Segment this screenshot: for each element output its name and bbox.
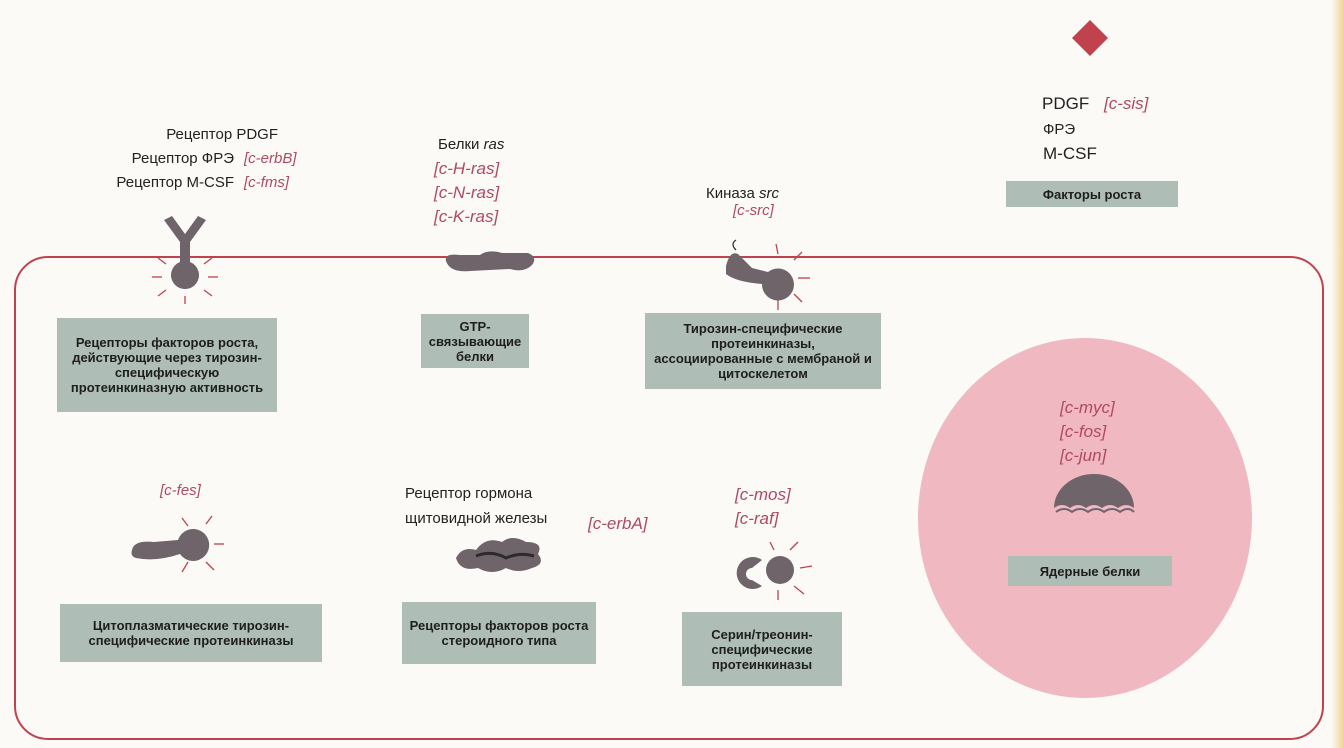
receptor-tyrosine-kinase-icon bbox=[150, 212, 220, 302]
gene-c-jun: [c-jun] bbox=[1060, 444, 1106, 467]
growth-factor-line1: PDGF [c-sis] bbox=[1042, 92, 1148, 115]
growth-factor-line3: M-CSF bbox=[1043, 142, 1097, 165]
caption-steroid-receptors: Рецепторы факторов роста стероидного тип… bbox=[402, 602, 596, 664]
caption-cytoplasmic-kinases: Цитоплазматические тирозин-специфические… bbox=[60, 604, 322, 662]
gene-c-fms: [c-fms] bbox=[244, 172, 289, 193]
gene-c-myc: [c-myc] bbox=[1060, 396, 1115, 419]
caption-nuclear-proteins: Ядерные белки bbox=[1008, 556, 1172, 586]
receptor-mcsf-label: Рецептор M-CSF bbox=[78, 172, 234, 193]
receptor-egf-label: Рецептор ФРЭ bbox=[78, 148, 234, 169]
gene-c-src: [c-src] bbox=[733, 200, 774, 221]
serine-threonine-kinase-icon bbox=[720, 540, 820, 610]
caption-receptor-kinases: Рецепторы факторов роста, действующие че… bbox=[57, 318, 277, 412]
gene-c-sis: [c-sis] bbox=[1104, 94, 1148, 113]
caption-growth-factors: Факторы роста bbox=[1006, 181, 1178, 207]
page-edge bbox=[1331, 0, 1343, 748]
steroid-receptor-icon bbox=[452, 528, 552, 578]
erbA-title-line2: щитовидной железы bbox=[405, 508, 547, 529]
nucleus bbox=[918, 338, 1252, 698]
caption-ser-thr-kinases: Серин/треонин-специфические протеинкиназ… bbox=[682, 612, 842, 686]
erbA-title-line1: Рецептор гормона bbox=[405, 483, 532, 504]
gene-c-erbB: [c-erbB] bbox=[244, 148, 297, 169]
ras-title: Белки ras bbox=[438, 134, 504, 155]
gene-c-erbA: [c-erbA] bbox=[588, 512, 648, 535]
gene-c-fos: [c-fos] bbox=[1060, 420, 1106, 443]
gene-c-K-ras: [c-K-ras] bbox=[434, 205, 498, 228]
fes-kinase-icon bbox=[126, 512, 226, 582]
gene-c-mos: [c-mos] bbox=[735, 483, 791, 506]
caption-membrane-kinases: Тирозин-специфические протеинкиназы, асс… bbox=[645, 313, 881, 389]
growth-factor-icon bbox=[1070, 18, 1110, 58]
growth-factor-line2: ФРЭ bbox=[1043, 119, 1075, 140]
src-kinase-icon bbox=[716, 240, 816, 320]
gene-c-raf: [c-raf] bbox=[735, 507, 778, 530]
gene-c-H-ras: [c-H-ras] bbox=[434, 157, 499, 180]
nuclear-protein-icon bbox=[1050, 472, 1140, 517]
gene-c-fes: [c-fes] bbox=[160, 480, 201, 501]
ras-protein-icon bbox=[440, 247, 540, 277]
receptor-pdgf-label: Рецептор PDGF bbox=[78, 124, 278, 145]
caption-gtp-binding: GTP-связывающие белки bbox=[421, 314, 529, 368]
gene-c-N-ras: [c-N-ras] bbox=[434, 181, 499, 204]
